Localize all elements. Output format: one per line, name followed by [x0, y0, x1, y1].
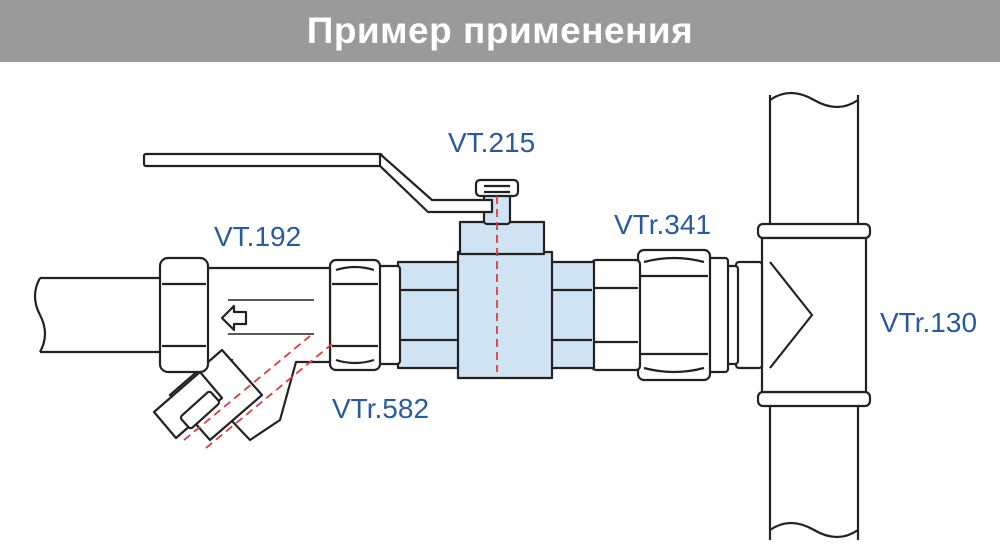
union-vtr341 — [590, 258, 642, 372]
page-title: Пример применения — [306, 10, 694, 51]
label-vtr582: VTr.582 — [332, 393, 429, 424]
label-vtr130: VTr.130 — [880, 307, 977, 338]
tee-fitting-vtr130 — [724, 222, 872, 408]
label-vt192: VT.192 — [214, 221, 301, 252]
label-vtr341: VTr.341 — [614, 209, 711, 240]
inlet-pipe — [33, 276, 160, 354]
header-banner: Пример применения — [0, 0, 1000, 62]
nut-vtr582 — [328, 258, 402, 372]
center-lines — [183, 196, 498, 449]
ball-valve-vt215 — [396, 178, 596, 380]
valve-lever-handle — [142, 152, 494, 214]
nut-right — [636, 248, 730, 382]
strainer-inlet-nut — [158, 256, 210, 374]
label-vt215: VT.215 — [448, 127, 535, 158]
installation-diagram: VT.215 VT.192 VTr.341 VTr.582 VTr.130 — [33, 91, 977, 540]
